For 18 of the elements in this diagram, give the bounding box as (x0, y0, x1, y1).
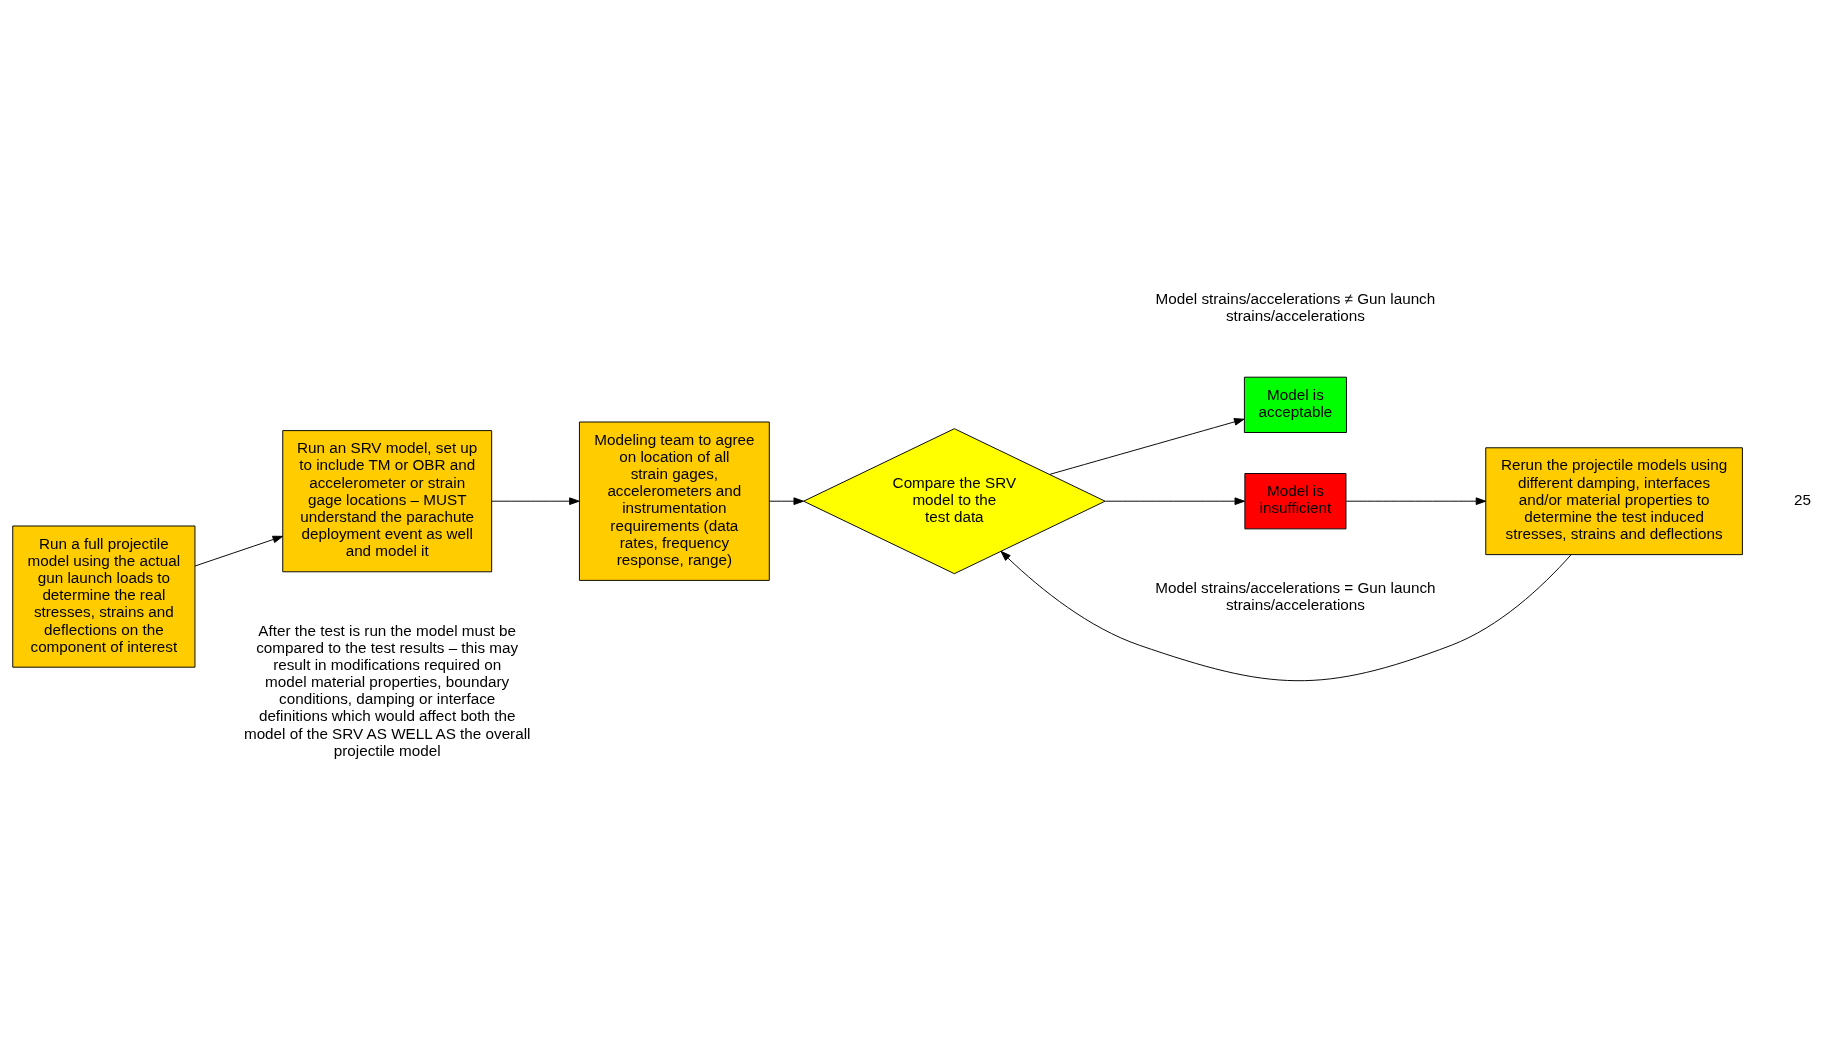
arrow (194, 535, 284, 566)
label: Model strains/accelerations ≠ Gun launch strains/accelerations (1155, 289, 1436, 324)
arrow (1000, 550, 1572, 681)
node-diamond: Compare the SRV model to the test data (803, 427, 1106, 574)
label: 25 (1794, 490, 1811, 508)
arrow (491, 496, 580, 505)
label: Model strains/accelerations = Gun launch strains/accelerations (1155, 578, 1436, 613)
arrow (1104, 496, 1245, 505)
arrow (769, 496, 804, 505)
arrow (1049, 417, 1245, 475)
node-box: Run an SRV model, set up to include TM or OBR and accelerometer or strain gage locations – MUST understand the parachute deployment event as well and model it (282, 429, 493, 572)
node-box: Rerun the projectile models using different damping, interfaces and/or material properties to determine the test induced stresses, strains and deflections (1485, 446, 1743, 555)
arrow (1345, 496, 1487, 505)
node-box: Modeling team to agree on location of all strain gages, accelerometers and instrumentation requirements (data rates, frequency response, range) (578, 421, 770, 581)
node-box: Run a full projectile model using the actual gun launch loads to determine the real stresses, strains and deflections on the component of interest (12, 525, 196, 668)
node-box: Model is acceptable (1243, 376, 1347, 433)
node-box: Model is insufficient (1244, 472, 1347, 529)
label: After the test is run the model must be compared to the test results – this may result in modifications required on model material properties, boundary conditions, damping or interface definitions which would affect both the model of the SRV AS WELL AS the overall projectile model (243, 621, 531, 759)
